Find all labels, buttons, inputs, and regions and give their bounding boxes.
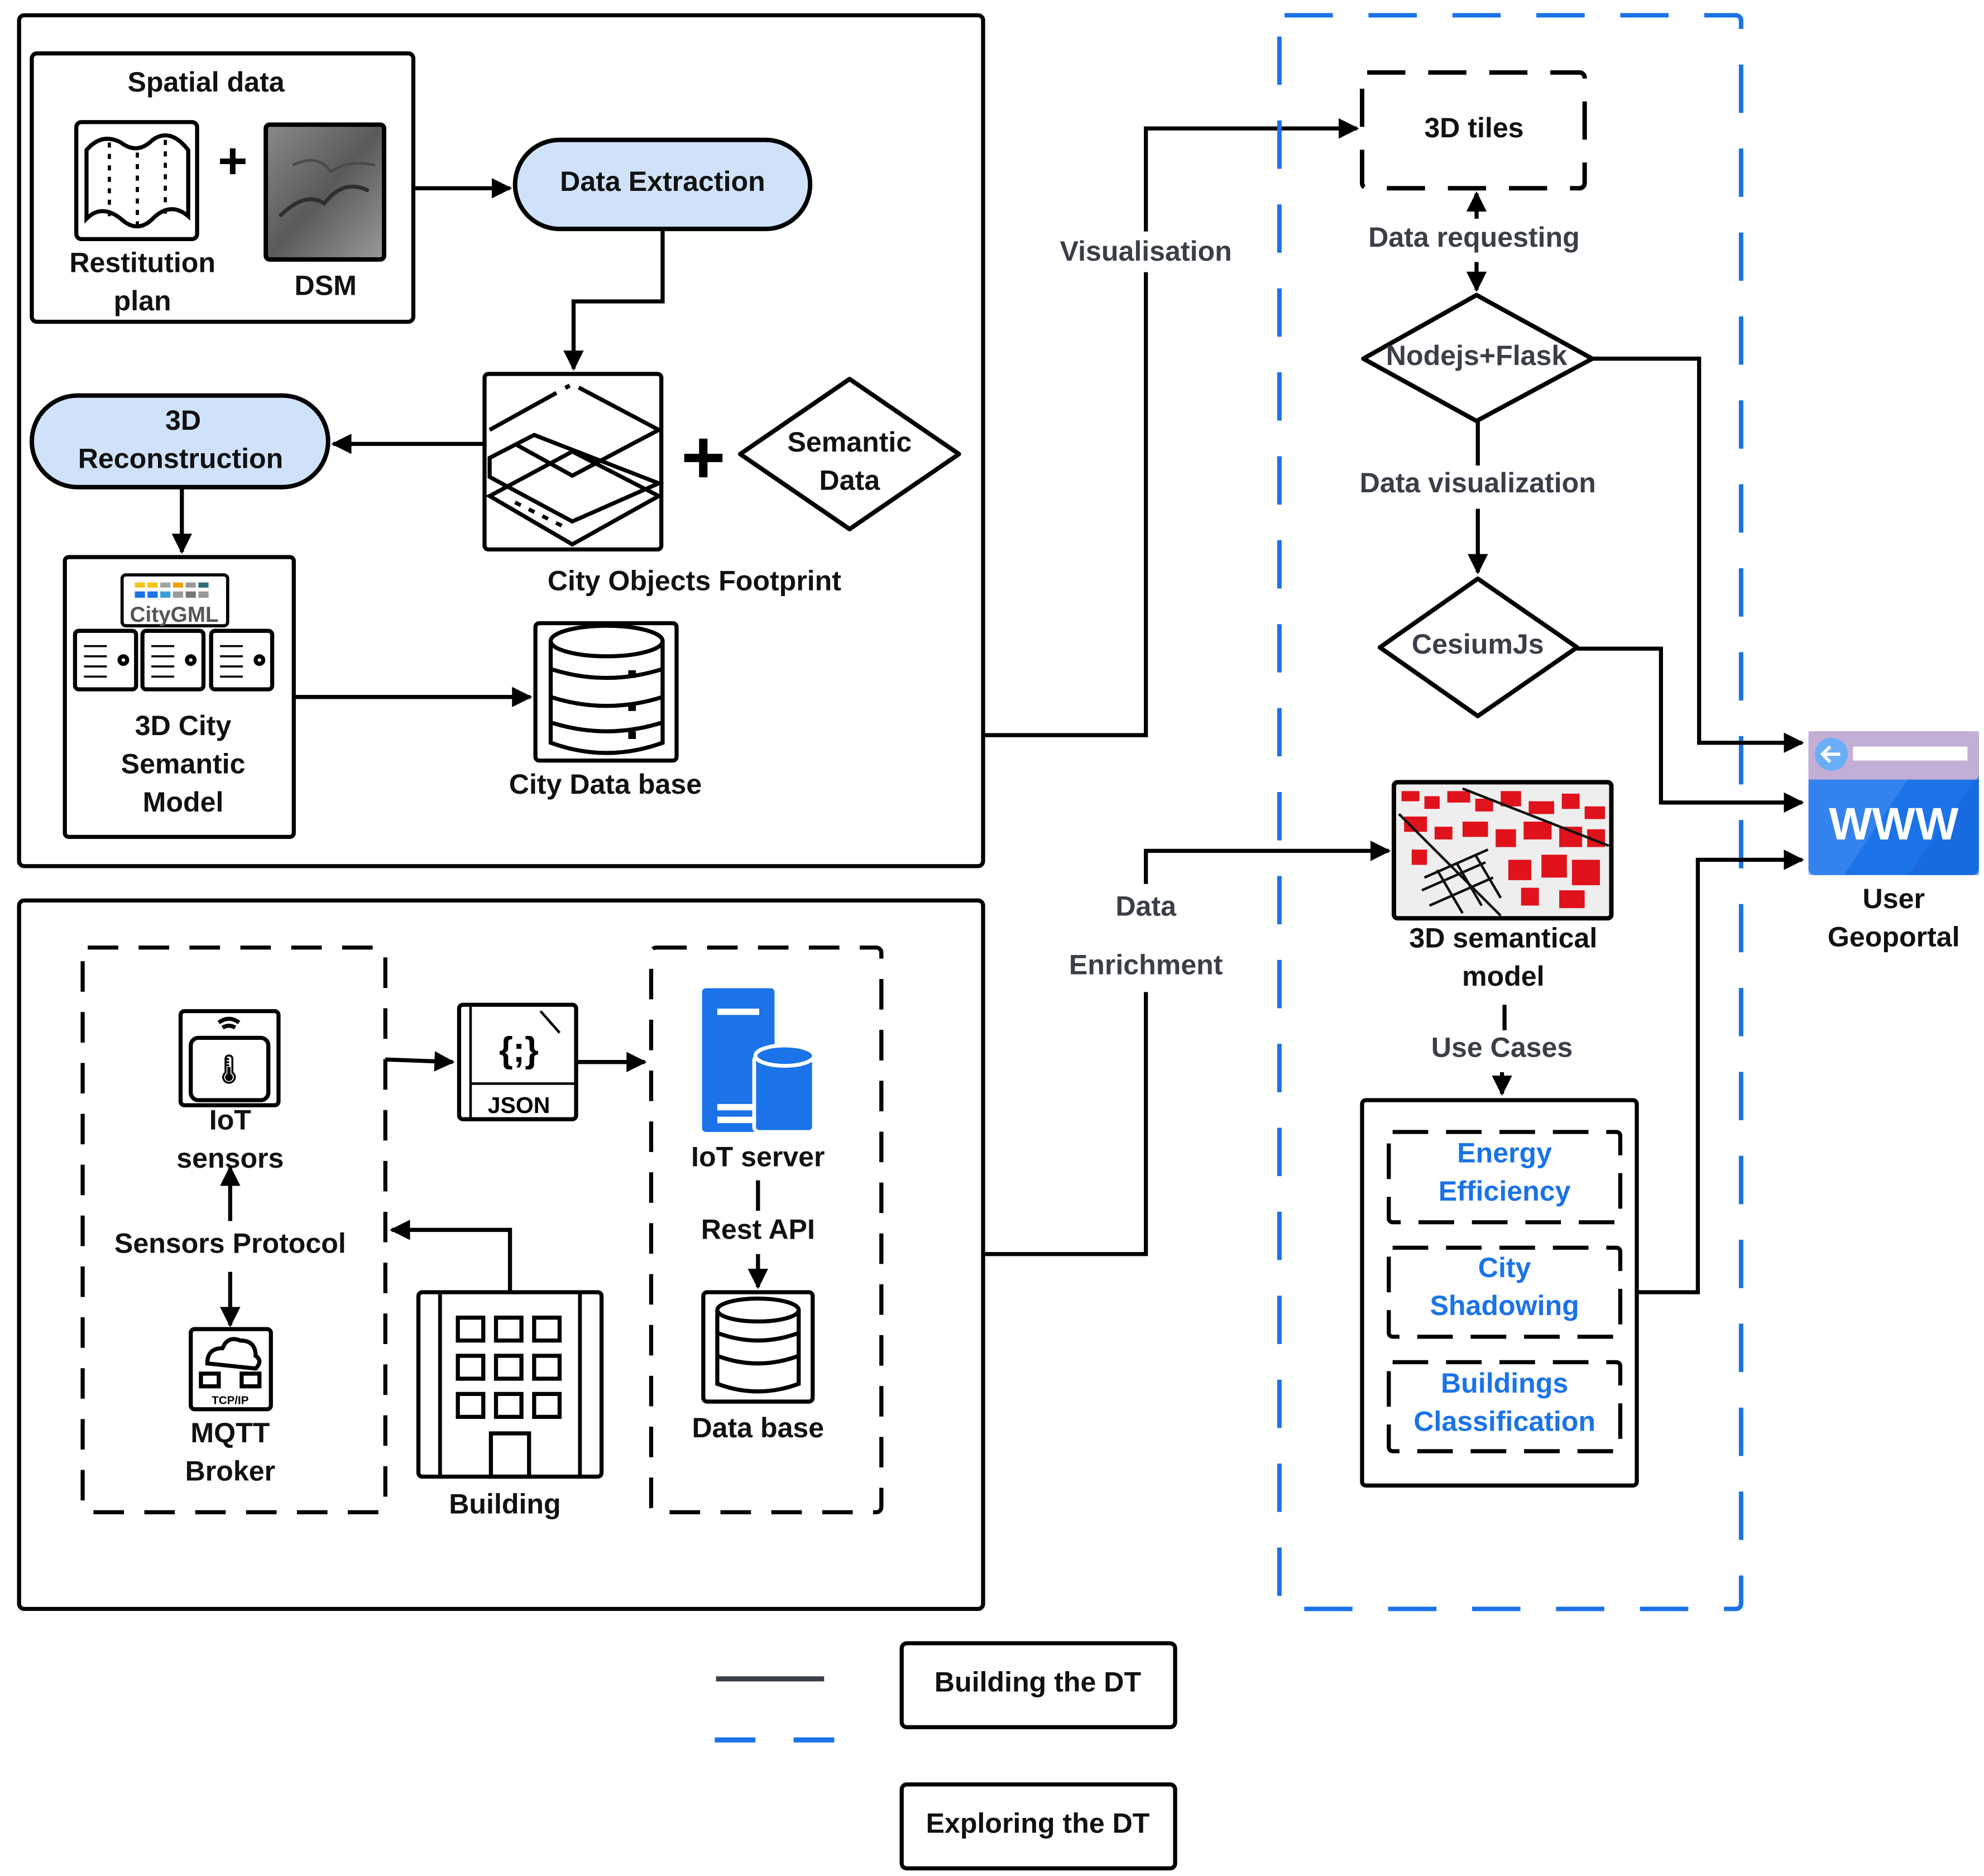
data-visualization-label: Data visualization — [1360, 467, 1596, 498]
svg-text:CesiumJs: CesiumJs — [1412, 628, 1544, 660]
footprint-plus: + — [681, 414, 726, 500]
3d-semantical-model-image — [1391, 780, 1614, 921]
data-enrichment-label-2: Enrichment — [1069, 949, 1223, 980]
legend-building-dt: Building the DT — [899, 1641, 1177, 1730]
use-case-energy-efficiency[interactable]: Energy Efficiency — [1387, 1130, 1623, 1225]
dsm-image — [263, 122, 387, 262]
data-enrichment-label-1: Data — [1115, 891, 1177, 922]
cesiumjs-node[interactable]: CesiumJs — [1377, 576, 1579, 718]
use-cases-box: Energy Efficiency City Shadowing Buildin… — [1360, 1098, 1639, 1488]
svg-text:3D: 3D — [165, 405, 201, 436]
svg-text:Efficiency: Efficiency — [1439, 1176, 1571, 1207]
restitution-plan-label: Restitution — [69, 247, 215, 279]
legend-exploring-dt: Exploring the DT — [899, 1782, 1177, 1870]
sensors-protocol-label: Sensors Protocol — [114, 1227, 346, 1259]
iot-sensor-icon: 🌡 — [178, 1009, 281, 1107]
svg-text:Data: Data — [820, 464, 881, 496]
svg-text:Data Extraction: Data Extraction — [560, 166, 765, 197]
svg-text:CityGML: CityGML — [130, 603, 219, 627]
svg-text:JSON: JSON — [488, 1092, 550, 1118]
iot-server-icon — [702, 988, 816, 1134]
plus-sign: + — [218, 133, 247, 189]
svg-text:Shadowing: Shadowing — [1430, 1290, 1579, 1321]
iot-server-label: IoT server — [691, 1141, 825, 1173]
data-requesting-label: Data requesting — [1368, 222, 1580, 253]
use-cases-label: Use Cases — [1431, 1032, 1573, 1063]
reconstruction-node[interactable]: 3D Reconstruction — [29, 393, 330, 490]
connector-cesium-to-geoportal — [1576, 646, 1804, 813]
svg-text:{;}: {;} — [499, 1030, 539, 1070]
json-file-icon: {;} JSON — [457, 1002, 578, 1121]
spatial-pipeline-frame — [17, 13, 985, 869]
building-icon — [416, 1290, 604, 1479]
connector-usecases-to-geoportal — [1637, 850, 1804, 1294]
iot-database-icon — [701, 1290, 815, 1404]
svg-text:Classification: Classification — [1413, 1405, 1595, 1437]
use-case-buildings-classification[interactable]: Buildings Classification — [1387, 1360, 1623, 1453]
city-semantic-model-box: CityGML 3D City Semantic Model — [63, 555, 296, 839]
svg-text:WWW: WWW — [1829, 799, 1959, 850]
citygml-logo: CityGML — [120, 573, 229, 627]
sensors-group — [80, 945, 387, 1514]
mqtt-label-1: MQTT — [190, 1417, 270, 1448]
use-case-city-shadowing[interactable]: City Shadowing — [1387, 1245, 1623, 1339]
connector-visualisation — [983, 118, 1359, 737]
city-objects-footprint-label: City Objects Footprint — [548, 565, 841, 596]
dsm-label: DSM — [295, 270, 357, 301]
mqtt-label-2: Broker — [185, 1455, 276, 1486]
svg-text:Nodejs+Flask: Nodejs+Flask — [1386, 340, 1568, 371]
visualisation-label: Visualisation — [1060, 236, 1232, 267]
spatial-data-title: Spatial data — [127, 66, 285, 98]
document-icons — [73, 628, 275, 692]
city-model-label-3: Model — [143, 786, 224, 818]
www-geoportal-icon[interactable]: WWW — [1808, 731, 1979, 875]
rest-api-label: Rest API — [701, 1213, 815, 1245]
exploring-dt-frame — [1277, 13, 1743, 1611]
arrow-sensors-to-json — [385, 1051, 455, 1072]
connector-nodejs-to-geoportal — [1592, 356, 1804, 753]
svg-text:Exploring the DT: Exploring the DT — [926, 1808, 1150, 1839]
svg-text:Buildings: Buildings — [1441, 1368, 1568, 1399]
svg-text:Building the DT: Building the DT — [935, 1667, 1142, 1698]
server-group — [649, 945, 884, 1514]
arrow-extraction-to-footprint — [563, 229, 665, 371]
semantical-model-label-1: 3D semantical — [1409, 923, 1597, 954]
iot-database-label: Data base — [692, 1412, 824, 1443]
svg-text:3D tiles: 3D tiles — [1424, 112, 1523, 143]
spatial-data-box: Spatial data + Restitution plan DSM — [30, 51, 416, 324]
mqtt-broker-icon: TCP/IP — [189, 1327, 273, 1412]
connector-data-enrichment — [983, 841, 1391, 1256]
data-extraction-node[interactable]: Data Extraction — [512, 137, 813, 232]
semantical-model-label-2: model — [1462, 961, 1545, 992]
city-model-label-1: 3D City — [135, 710, 232, 741]
svg-text:Reconstruction: Reconstruction — [78, 443, 283, 474]
geoportal-label-1: User — [1863, 883, 1925, 914]
semantic-data-node[interactable]: Semantic Data — [737, 377, 961, 531]
city-objects-footprint-icon — [482, 372, 664, 552]
city-database-icon — [533, 621, 679, 763]
arrow-building-to-sensors — [390, 1220, 512, 1293]
geoportal-label-2: Geoportal — [1828, 921, 1960, 952]
svg-text:🌡: 🌡 — [211, 1053, 247, 1085]
city-model-label-2: Semantic — [121, 748, 246, 779]
svg-text:Semantic: Semantic — [787, 426, 912, 458]
restitution-plan-label-2: plan — [114, 285, 171, 316]
restitution-plan-icon — [74, 120, 199, 242]
svg-text:Energy: Energy — [1457, 1138, 1552, 1169]
svg-text:TCP/IP: TCP/IP — [212, 1394, 248, 1407]
nodejs-flask-node[interactable]: Nodejs+Flask — [1361, 292, 1595, 424]
3d-tiles-node[interactable]: 3D tiles — [1359, 70, 1587, 191]
legend: Building the DT Exploring the DT — [715, 1641, 1177, 1870]
iot-sensors-label-1: IoT — [209, 1104, 252, 1135]
svg-text:City: City — [1478, 1252, 1531, 1283]
city-database-label: City Data base — [509, 769, 702, 800]
building-label: Building — [449, 1489, 560, 1520]
